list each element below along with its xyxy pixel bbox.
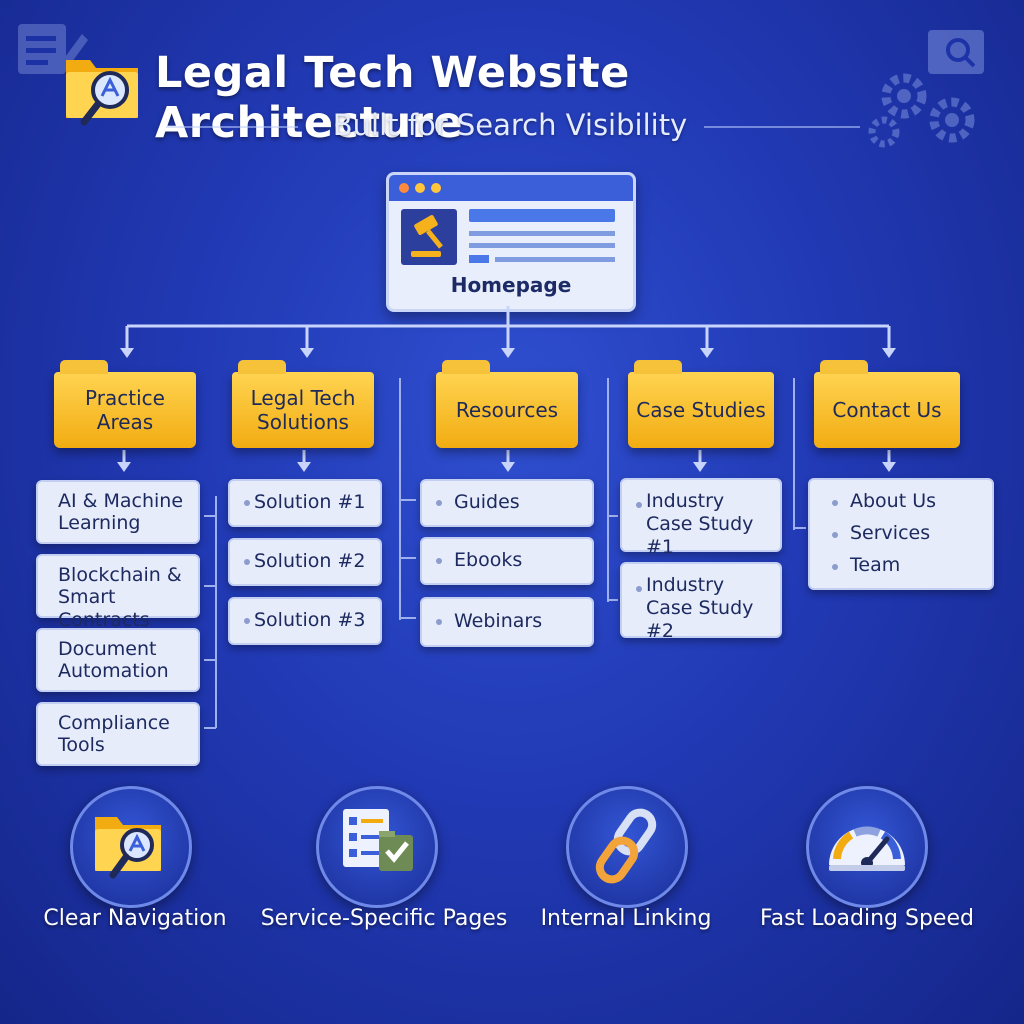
benefit-clear-navigation [70,786,192,908]
benefit-service-pages [316,786,438,908]
bullet-icon [636,586,642,592]
content-line [469,243,615,248]
benefit-label: Fast Loading Speed [760,906,974,931]
chain-link-icon [595,808,657,884]
bullet-icon [436,500,442,506]
bullet-icon [636,502,642,508]
contact-item: About Us [850,490,937,512]
speedometer-icon [829,826,905,871]
window-dot-icon [415,183,425,193]
contact-item: Services [850,522,931,544]
benefit-label: Service-Specific Pages [260,906,508,931]
contact-item: Team [850,554,901,576]
solution-item: Solution #3 [228,597,382,645]
benefit-fast-loading [806,786,928,908]
benefit-label: Clear Navigation [43,906,227,931]
bullet-icon [436,558,442,564]
homepage-label: Homepage [450,273,572,297]
bullet-icon [244,559,250,565]
content-line [469,231,615,236]
page-title: Legal Tech Website Architecture [155,48,630,148]
window-titlebar [389,175,633,201]
solution-item: Solution #2 [228,538,382,586]
folder-resources: Resources [436,360,578,448]
checklist-icon [343,809,413,871]
folder-search-icon [95,817,161,879]
bullet-icon [244,500,250,506]
bullet-icon [244,618,250,624]
page-subtitle: Built for Search Visibility [332,108,688,142]
benefit-internal-linking [566,786,688,908]
folder-case-studies: Case Studies [628,360,774,448]
gears-icon [868,30,984,148]
content-bar [469,209,615,222]
window-dot-icon [399,183,409,193]
subtitle-rule-left [166,126,298,128]
resource-item: Ebooks [420,537,594,585]
homepage-node: Homepage [386,172,636,312]
solution-item: Solution #1 [228,479,382,527]
resource-item: Webinars [420,597,594,647]
content-line [495,257,615,262]
bullet-icon [832,500,838,506]
folder-search-icon [66,60,138,126]
bullet-icon [832,564,838,570]
content-line [469,255,489,263]
folder-contact-us: Contact Us [814,360,960,448]
folder-label: Resources [455,398,559,422]
folder-label: Case Studies [636,398,766,422]
folder-label: Contact Us [832,398,942,422]
contact-items-card: About Us Services Team [808,478,994,590]
bullet-icon [832,532,838,538]
practice-area-item: Blockchain &Smart Contracts [36,554,200,631]
subtitle-rule-right [704,126,860,128]
gavel-icon [401,209,457,265]
edit-document-icon [18,24,88,74]
resource-item: Guides [420,479,594,527]
window-dot-icon [431,183,441,193]
benefit-label: Internal Linking [540,906,712,931]
bullet-icon [436,619,442,625]
